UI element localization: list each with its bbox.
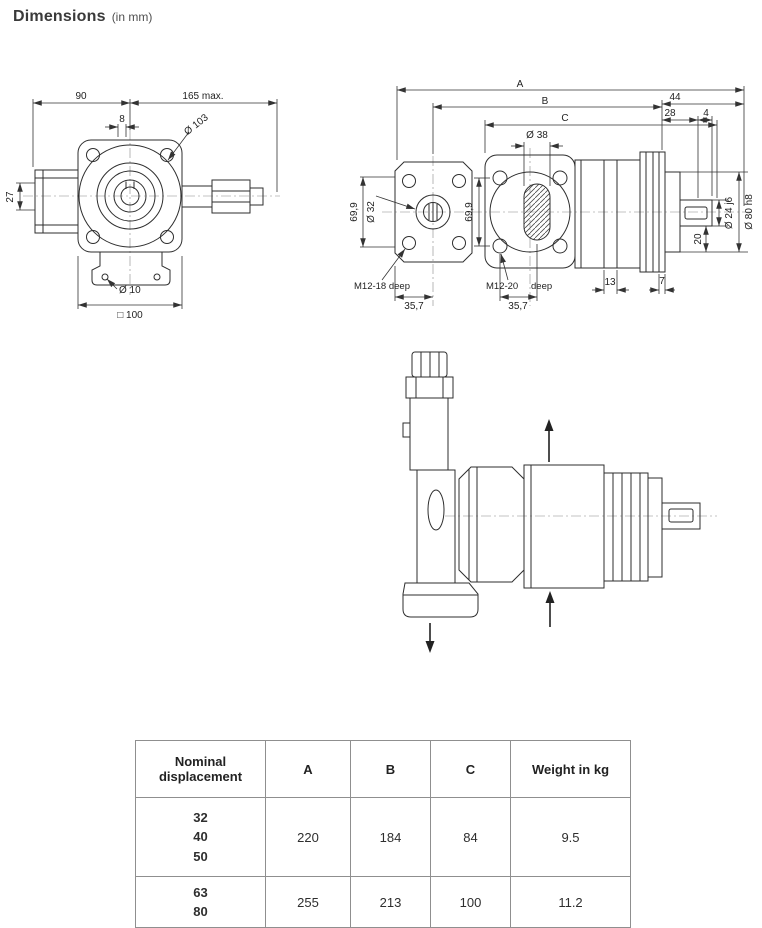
header-a: A (265, 740, 351, 798)
cell-a: 220 (265, 797, 351, 877)
dim-44: 44 (669, 92, 681, 103)
cell-displacement: 63 80 (135, 876, 266, 928)
dim-a: A (517, 79, 524, 90)
dim-35-7-right: 35,7 (508, 301, 528, 312)
dim-diameter-38: Ø 38 (526, 130, 548, 141)
thread-m12-18-deep: M12-18 deep (354, 281, 410, 292)
cell-weight: 9.5 (510, 797, 631, 877)
cell-displacement: 32 40 50 (135, 797, 266, 877)
header-nominal-displacement: Nominal displacement (135, 740, 266, 798)
dim-69-9-left: 69,9 (349, 202, 360, 222)
dim-7: 7 (659, 276, 665, 287)
displacement-value: 80 (193, 904, 208, 919)
front-view-drawing: 90 165 max. 8 Ø 103 27 Ø 10 □ 100 (5, 91, 280, 321)
side-view-dimension-lines (360, 86, 748, 301)
header-weight: Weight in kg (510, 740, 631, 798)
dim-diameter-32: Ø 32 (366, 201, 377, 223)
dimensions-table: Nominal displacement A B C Weight in kg … (135, 740, 631, 928)
dim-69-9-right: 69,9 (464, 202, 475, 222)
dim-13: 13 (604, 277, 616, 288)
arrow-down-left (425, 623, 435, 653)
dim-165-max: 165 max. (182, 91, 223, 102)
displacement-value: 40 (193, 829, 208, 845)
dim-diameter-103: Ø 103 (182, 112, 211, 138)
header-b: B (350, 740, 431, 798)
page-subtitle: (in mm) (111, 10, 153, 24)
table-header-row: Nominal displacement A B C Weight in kg (135, 740, 631, 798)
dim-4: 4 (703, 108, 709, 119)
cell-c: 84 (430, 797, 511, 877)
dim-c: C (561, 113, 568, 124)
dim-diameter-10: Ø 10 (119, 285, 141, 296)
thread-m12-20: M12-20 (486, 281, 518, 292)
side-view-labels: A B C 44 28 4 Ø 38 69,9 Ø 32 69,9 M12-18… (349, 79, 755, 312)
thread-m12-20-deep: deep (531, 281, 552, 292)
front-view-geometry (23, 130, 280, 295)
dim-90: 90 (75, 91, 87, 102)
dim-28: 28 (664, 108, 676, 119)
dim-diameter-24-j6: Ø 24 j6 (724, 196, 735, 229)
arrow-up-bottom (545, 591, 555, 627)
cell-weight: 11.2 (510, 876, 631, 928)
dim-20: 20 (693, 233, 704, 245)
displacement-value: 63 (193, 884, 208, 900)
side-view-geometry (382, 148, 754, 306)
installation-view-geometry (402, 351, 717, 618)
table-row: 63 80 255 213 100 11.2 (135, 876, 631, 928)
cell-b: 213 (350, 876, 431, 928)
header-c: C (430, 740, 511, 798)
dim-27: 27 (5, 191, 16, 203)
displacement-value: 50 (193, 848, 208, 864)
displacement-value: 32 (193, 809, 208, 825)
dim-b: B (542, 96, 549, 107)
front-view-dimension-lines (16, 99, 278, 309)
side-view-drawing: A B C 44 28 4 Ø 38 69,9 Ø 32 69,9 M12-18… (349, 79, 755, 312)
dim-square-100: □ 100 (117, 310, 143, 321)
cell-b: 184 (350, 797, 431, 877)
dim-8: 8 (119, 114, 125, 125)
page-header: Dimensions (in mm) (13, 8, 152, 26)
installation-view-drawing (402, 351, 717, 653)
arrow-up-top (544, 419, 554, 462)
table-row: 32 40 50 220 184 84 9.5 (135, 797, 631, 877)
cell-c: 100 (430, 876, 511, 928)
dim-35-7-left: 35,7 (404, 301, 424, 312)
page-title: Dimensions (13, 8, 106, 25)
dim-diameter-80-h8: Ø 80 h8 (744, 194, 755, 230)
cell-a: 255 (265, 876, 351, 928)
